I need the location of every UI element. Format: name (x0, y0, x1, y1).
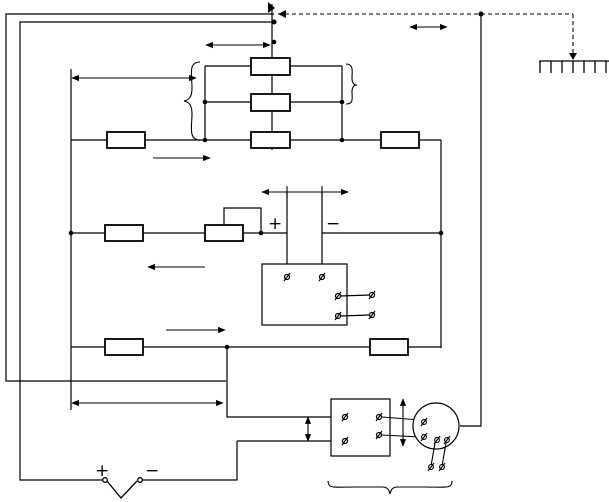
dashed-link (278, 13, 574, 56)
dimension-arrows (71, 23, 448, 447)
resistor-upper-left (106, 131, 146, 149)
plus-sign-upper: + (268, 214, 282, 234)
right-brace (345, 63, 358, 105)
comb-electrode (539, 60, 609, 73)
lower-connection-wires (19, 347, 345, 481)
outer-left-wires (5, 13, 274, 450)
dashed-link-arrowhead (569, 53, 577, 60)
middle-branch-wires (223, 192, 323, 277)
resistor-lower-left (104, 338, 144, 356)
resistors (104, 57, 420, 356)
resistor-top-2 (250, 93, 291, 112)
junction-dots (68, 39, 444, 350)
bottom-brace (327, 480, 453, 495)
dashed-link-start-arrowhead (278, 10, 286, 18)
round-terminal-housing (412, 402, 460, 472)
resistor-lower-right (369, 338, 409, 356)
resistor-middle-center (204, 224, 244, 242)
main-rails (70, 69, 442, 410)
resistor-middle-left (104, 224, 144, 242)
resistor-top-1 (250, 57, 291, 76)
right-feed-junction (478, 11, 484, 17)
minus-sign-lower: − (145, 461, 159, 481)
top-contact (268, 2, 277, 150)
resistor-upper-center (250, 131, 291, 149)
minus-sign-upper: − (326, 214, 340, 234)
resistor-upper-right (380, 131, 420, 149)
bottom-switch (102, 477, 143, 499)
terminal-box-lower (330, 398, 421, 457)
right-feed-wire (460, 14, 482, 427)
flow-arrows (147, 154, 226, 334)
terminal-box-middle (261, 263, 376, 326)
plus-sign-lower: + (95, 461, 109, 481)
left-brace (183, 61, 201, 141)
